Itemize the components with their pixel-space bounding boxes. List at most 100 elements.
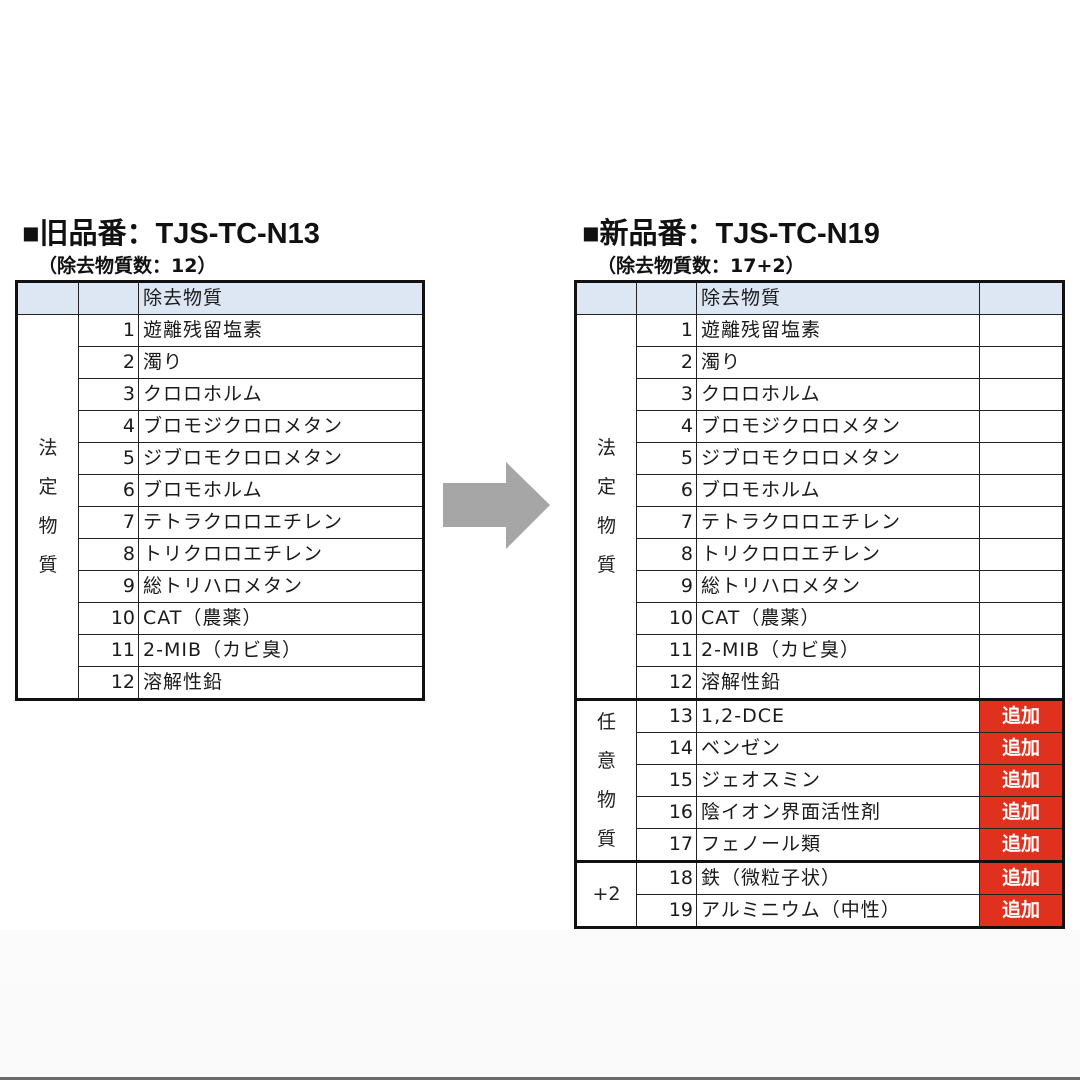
header-number-cell bbox=[78, 281, 139, 315]
row-number: 3 bbox=[78, 378, 139, 411]
status-cell bbox=[979, 634, 1064, 667]
status-cell bbox=[979, 506, 1064, 539]
status-cell bbox=[979, 570, 1064, 603]
substance-name: 溶解性鉛 bbox=[138, 666, 424, 700]
category-cell: +2 bbox=[575, 860, 637, 928]
category-label-char: 物 bbox=[596, 789, 616, 811]
row-number: 19 bbox=[636, 894, 697, 928]
category-label-char: 定 bbox=[596, 476, 616, 498]
row-number: 6 bbox=[78, 474, 139, 507]
header-number-cell bbox=[636, 281, 697, 315]
category-label-char: 質 bbox=[596, 828, 616, 850]
right-arrow-icon bbox=[443, 462, 550, 549]
substance-name: 遊離残留塩素 bbox=[696, 314, 980, 347]
header-substance-cell: 除去物質 bbox=[696, 281, 980, 315]
category-label-char: 法 bbox=[596, 437, 616, 459]
row-number: 15 bbox=[636, 764, 697, 797]
status-cell bbox=[979, 378, 1064, 411]
row-number: 16 bbox=[636, 796, 697, 829]
status-cell bbox=[979, 666, 1064, 700]
row-number: 1 bbox=[78, 314, 139, 347]
added-badge: 追加 bbox=[979, 698, 1064, 733]
table-header-row: 除去物質 bbox=[575, 281, 1064, 315]
category-label-char: 定 bbox=[38, 476, 58, 498]
old-product-subtitle: （除去物質数：12） bbox=[38, 255, 217, 277]
row-number: 7 bbox=[78, 506, 139, 539]
category-vertical-label: 法定物質 bbox=[577, 433, 636, 580]
substance-name: CAT（農薬） bbox=[138, 602, 424, 635]
row-number: 18 bbox=[636, 860, 697, 895]
row-number: 7 bbox=[636, 506, 697, 539]
status-cell bbox=[979, 538, 1064, 571]
substance-name: クロロホルム bbox=[138, 378, 424, 411]
substance-name: トリクロロエチレン bbox=[138, 538, 424, 571]
category-label: +2 bbox=[592, 883, 621, 905]
substance-name: 遊離残留塩素 bbox=[138, 314, 424, 347]
category-cell: 法定物質 bbox=[575, 314, 637, 700]
row-number: 8 bbox=[78, 538, 139, 571]
bottom-edge-bar bbox=[0, 1077, 1080, 1080]
category-label-char: 物 bbox=[38, 515, 58, 537]
added-badge: 追加 bbox=[979, 860, 1064, 895]
substance-name: 濁り bbox=[138, 346, 424, 379]
substance-name: 総トリハロメタン bbox=[138, 570, 424, 603]
substance-name: アルミニウム（中性） bbox=[696, 894, 980, 928]
substance-name: ジブロモクロロメタン bbox=[696, 442, 980, 475]
row-number: 5 bbox=[78, 442, 139, 475]
row-number: 3 bbox=[636, 378, 697, 411]
header-substance-cell: 除去物質 bbox=[138, 281, 424, 315]
background-fade bbox=[0, 930, 1080, 1078]
row-number: 17 bbox=[636, 828, 697, 862]
category-label-char: 任 bbox=[596, 711, 616, 733]
category-vertical-label: 法定物質 bbox=[18, 433, 78, 580]
category-cell: 法定物質 bbox=[16, 314, 79, 700]
substance-name: ジェオスミン bbox=[696, 764, 980, 797]
category-vertical-label: 任意物質 bbox=[577, 707, 636, 854]
substance-name: ブロモホルム bbox=[696, 474, 980, 507]
row-number: 13 bbox=[636, 698, 697, 733]
header-category-cell bbox=[16, 281, 79, 315]
substance-name: フェノール類 bbox=[696, 828, 980, 862]
row-number: 4 bbox=[636, 410, 697, 443]
substance-name: テトラクロロエチレン bbox=[138, 506, 424, 539]
row-number: 9 bbox=[78, 570, 139, 603]
substance-name: ブロモジクロロメタン bbox=[696, 410, 980, 443]
new-product-title: ■新品番：TJS-TC-N19 bbox=[582, 218, 880, 250]
status-cell bbox=[979, 442, 1064, 475]
row-number: 10 bbox=[636, 602, 697, 635]
row-number: 2 bbox=[636, 346, 697, 379]
category-label-char: 法 bbox=[38, 437, 58, 459]
substance-name: 溶解性鉛 bbox=[696, 666, 980, 700]
substance-name: トリクロロエチレン bbox=[696, 538, 980, 571]
substance-name: 鉄（微粒子状） bbox=[696, 860, 980, 895]
added-badge: 追加 bbox=[979, 796, 1064, 829]
substance-name: 総トリハロメタン bbox=[696, 570, 980, 603]
category-label-char: 物 bbox=[596, 515, 616, 537]
substance-name: CAT（農薬） bbox=[696, 602, 980, 635]
row-number: 1 bbox=[636, 314, 697, 347]
old-product-title: ■旧品番：TJS-TC-N13 bbox=[22, 218, 320, 250]
added-badge: 追加 bbox=[979, 764, 1064, 797]
substance-name: ジブロモクロロメタン bbox=[138, 442, 424, 475]
substance-name: 濁り bbox=[696, 346, 980, 379]
